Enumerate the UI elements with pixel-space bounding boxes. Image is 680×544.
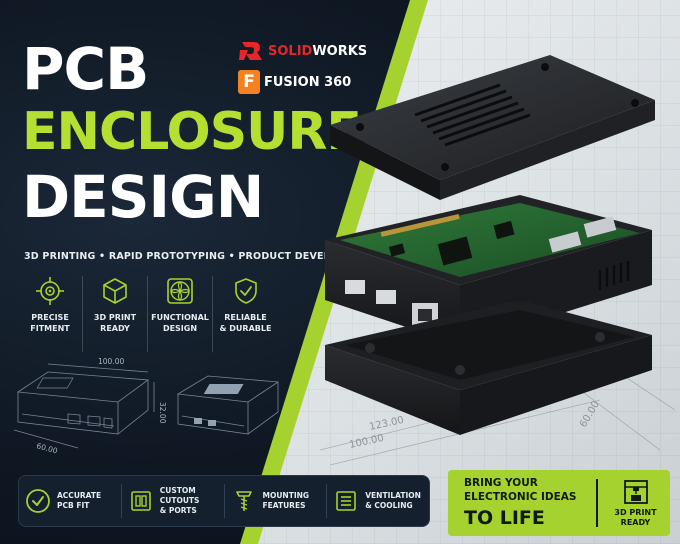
check-circle-icon [26, 489, 50, 513]
vent-icon [336, 491, 357, 511]
feature-item: PRECISE FITMENT [18, 276, 83, 352]
feature-item: RELIABLE & DURABLE [213, 276, 278, 352]
cta-line-2: ELECTRONIC IDEAS [464, 490, 577, 503]
feature-label: PRECISE FITMENT [30, 313, 70, 333]
cube-icon [103, 278, 127, 304]
ports-icon [130, 491, 151, 511]
bottom-feature-item: CUSTOM CUTOUTS & PORTS [122, 484, 225, 518]
cta-panel: BRING YOUR ELECTRONIC IDEAS TO LIFE 3D P… [448, 470, 670, 536]
cta-text: BRING YOUR ELECTRONIC IDEAS TO LIFE [448, 477, 588, 528]
bottom-feature-label: CUSTOM CUTOUTS & PORTS [159, 485, 200, 516]
dim-depth: 60.00 [35, 441, 58, 455]
feature-label: 3D PRINT READY [93, 313, 137, 333]
feature-row: PRECISE FITMENT 3D PRINT READY FUNCTIONA… [18, 276, 278, 352]
bottom-feature-label: VENTILATION & COOLING [365, 490, 421, 510]
solidworks-prefix: SOLID [268, 43, 313, 59]
shield-check-icon [234, 278, 257, 304]
3d-printer-icon [623, 480, 648, 505]
dim-height: 32.00 [158, 402, 167, 424]
bottom-feature-item: ACCURATE PCB FIT [19, 484, 122, 518]
fusion-label: FUSION 360 [264, 74, 352, 90]
enclosure-product-render [325, 55, 655, 435]
base-shell-with-pcb [325, 195, 652, 345]
cta-line-3: TO LIFE [464, 506, 545, 529]
cta-badge: 3D PRINT READY [606, 478, 666, 527]
headline-line-3: DESIGN [22, 163, 264, 231]
bottom-tray [325, 300, 652, 435]
bottom-feature-bar: ACCURATE PCB FIT CUSTOM CUTOUTS & PORTS … [18, 475, 430, 527]
cta-line-1: BRING YOUR [464, 477, 538, 490]
dim-width: 100.00 [98, 357, 124, 366]
solidworks-suffix: WORKS [312, 43, 368, 59]
lid [330, 55, 655, 200]
screw-icon [235, 491, 252, 511]
feature-label: FUNCTIONAL DESIGN [151, 313, 209, 333]
cta-divider [596, 479, 598, 527]
fan-icon [167, 278, 193, 304]
crosshair-icon [36, 277, 64, 305]
headline-line-2: ENCLOSURE [22, 102, 362, 162]
feature-item: FUNCTIONAL DESIGN [148, 276, 213, 352]
feature-item: 3D PRINT READY [83, 276, 148, 352]
bottom-feature-item: VENTILATION & COOLING [327, 484, 429, 518]
bottom-feature-label: MOUNTING FEATURES [262, 490, 310, 510]
fusion-brand: F FUSION 360 [238, 70, 351, 94]
solidworks-logo-icon [239, 42, 262, 60]
subtitle: 3D PRINTING • RAPID PROTOTYPING • PRODUC… [24, 251, 377, 262]
headline-line-1: PCB [22, 35, 149, 103]
feature-label: RELIABLE & DURABLE [219, 313, 272, 333]
technical-drawing: 100.00 32.00 60.00 [13, 357, 280, 456]
bottom-feature-item: MOUNTING FEATURES [225, 484, 328, 518]
cta-badge-label: 3D PRINT READY [614, 508, 657, 527]
bottom-feature-label: ACCURATE PCB FIT [57, 490, 102, 510]
fusion-logo-icon: F [238, 70, 260, 94]
